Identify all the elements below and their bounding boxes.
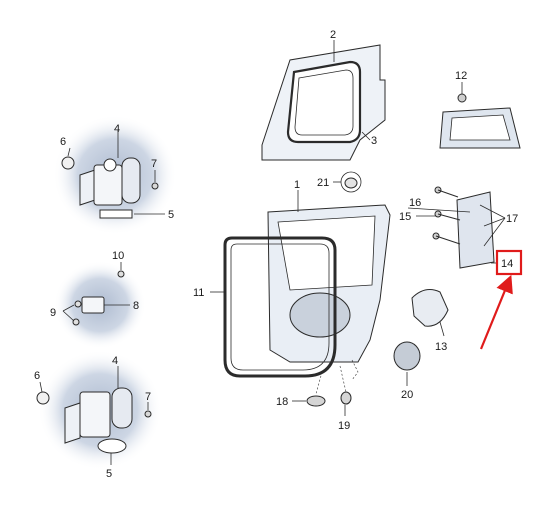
label-16: 16: [409, 197, 421, 209]
label-20: 20: [401, 389, 413, 401]
callout-box: [495, 249, 523, 276]
door-assembly: [210, 190, 391, 378]
label-19: 19: [338, 420, 350, 432]
label-4a: 4: [114, 123, 120, 135]
small-parts-assembly: [292, 289, 449, 416]
body-opening-assembly: [261, 40, 386, 193]
label-2: 2: [330, 29, 336, 41]
label-1: 1: [294, 179, 300, 191]
label-17: 17: [506, 213, 518, 225]
label-8: 8: [133, 300, 139, 312]
trim-panel-assembly: [407, 186, 506, 269]
striker-assembly: [54, 261, 146, 349]
label-10: 10: [112, 250, 124, 262]
highlight-callout: [479, 249, 523, 350]
label-15: 15: [399, 211, 411, 223]
label-12: 12: [455, 70, 467, 82]
label-13: 13: [435, 341, 447, 353]
label-18: 18: [276, 396, 288, 408]
label-21: 21: [317, 177, 329, 189]
label-3: 3: [371, 135, 377, 147]
label-9: 9: [50, 307, 56, 319]
label-7b: 7: [145, 391, 151, 403]
label-11: 11: [193, 287, 204, 299]
label-5a: 5: [168, 209, 174, 221]
callout-arrow: [479, 274, 513, 350]
lower-hinge-assembly: [36, 350, 162, 470]
label-5b: 5: [106, 468, 112, 480]
label-4b: 4: [112, 355, 118, 367]
label-6a: 6: [60, 136, 66, 148]
rear-window-assembly: [439, 82, 521, 149]
label-14: 14: [501, 258, 513, 270]
label-7a: 7: [151, 158, 157, 170]
upper-hinge-assembly: [53, 115, 177, 235]
part-labels: 1 2 3 4 4 5 5 6 6 7 7 8 9 10 11 12 13 14…: [34, 29, 518, 480]
label-6b: 6: [34, 370, 40, 382]
